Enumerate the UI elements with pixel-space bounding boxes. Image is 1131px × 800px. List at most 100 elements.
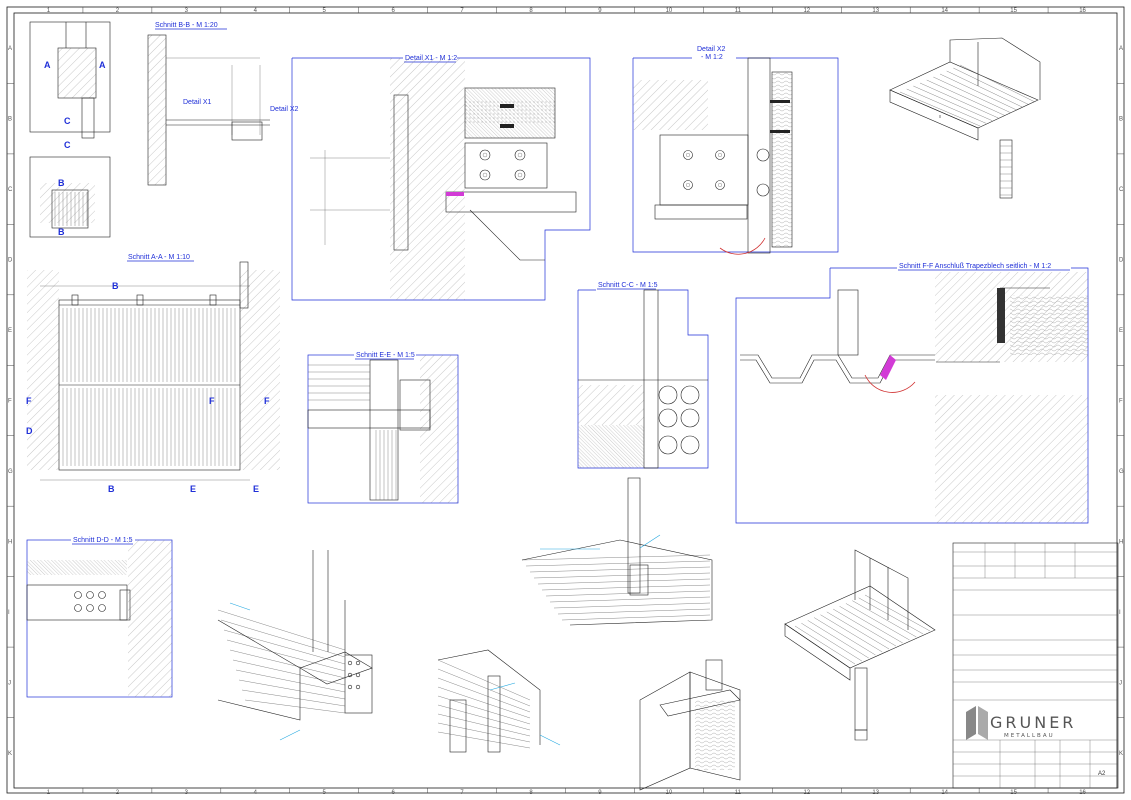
bolt-head — [347, 684, 353, 690]
pipe-section — [658, 408, 678, 428]
view-isometric-top — [889, 37, 1041, 199]
aa-section-b-label: B — [112, 281, 119, 291]
iso-grating-line — [437, 659, 531, 701]
view-title-schnitt-aa: Schnitt A-A - M 1:10 — [128, 254, 190, 261]
column-marker-bottom: 12 — [803, 790, 810, 796]
bolt-head — [479, 149, 491, 161]
view-schnitt-ee: Schnitt E-E - M 1:5 — [307, 347, 459, 504]
bolt-head — [479, 169, 491, 181]
iso-grating-line — [437, 686, 531, 719]
view-title-detail-x2-line2: - M 1:2 — [701, 54, 723, 61]
column-marker-top: 2 — [116, 8, 120, 14]
row-marker-right: F — [1119, 399, 1123, 405]
iso-beam-edge — [220, 619, 346, 658]
bolt-head — [715, 180, 725, 190]
bolt-shank — [686, 183, 690, 187]
iso-grating-slat — [926, 79, 1005, 116]
view-front-small: A A C — [29, 21, 111, 139]
iso-detail-wall — [639, 659, 741, 791]
bolt-head — [514, 149, 526, 161]
column-marker-top: 6 — [391, 8, 395, 14]
iso-detail-connection-3 — [521, 477, 713, 626]
row-marker-left: F — [8, 399, 12, 405]
bolt-head — [683, 180, 693, 190]
view-title-schnitt-dd: Schnitt D-D - M 1:5 — [73, 537, 133, 544]
iso-grating-line — [437, 677, 531, 713]
column-marker-top: 1 — [47, 8, 51, 14]
bolt-head — [98, 591, 106, 599]
iso-grating-slat — [813, 617, 876, 656]
leader-line — [639, 534, 661, 549]
hanger-bracket — [136, 294, 144, 306]
iso-grating-line — [437, 731, 531, 749]
column-marker-top: 13 — [872, 8, 879, 14]
bolt-head — [74, 591, 82, 599]
iso-grating-slat — [852, 600, 917, 638]
aa-section-b-label-bottom: B — [108, 484, 115, 494]
pipe-section — [658, 385, 678, 405]
company-logo: GRUNER — [990, 713, 1076, 732]
iso-grating-slat — [858, 597, 924, 635]
column-marker-bottom: 1 — [47, 790, 51, 796]
iso-grating-slat — [959, 64, 1036, 103]
aa-section-e-label-2: E — [253, 484, 259, 494]
view-title-schnitt-ff: Schnitt F-F Anschluß Trapezblech seitlic… — [899, 263, 1051, 270]
row-marker-right: H — [1119, 539, 1123, 545]
bolt-head — [347, 660, 353, 666]
hanger-bracket — [209, 294, 217, 306]
iso-grating-slat — [913, 85, 993, 121]
column-marker-bottom: 8 — [529, 790, 533, 796]
row-marker-left: J — [8, 680, 11, 686]
iso-beam-edge — [223, 629, 346, 665]
column-marker-top: 15 — [1010, 8, 1017, 14]
column-marker-bottom: 9 — [598, 790, 602, 796]
view-title-schnitt-ee: Schnitt E-E - M 1:5 — [356, 352, 415, 359]
row-marker-left: A — [8, 46, 12, 52]
view-schnitt-ff: Schnitt F-F Anschluß Trapezblech seitlic… — [735, 259, 1089, 524]
title-block: GRUNER METALLBAU A2 — [952, 542, 1119, 789]
row-marker-left: D — [8, 258, 13, 264]
iso-beam-edge — [217, 609, 346, 651]
section-b-label-bottom: B — [58, 227, 65, 237]
column-marker-top: 5 — [323, 8, 327, 14]
row-marker-right: C — [1119, 187, 1124, 193]
wall-anchor — [770, 100, 790, 103]
section-c-label: C — [64, 116, 71, 126]
iso-grating-slat — [933, 76, 1011, 113]
bolt-head — [355, 660, 361, 666]
anchor-bolt — [500, 124, 514, 128]
bolt-shank — [718, 183, 722, 187]
iso-grating-line — [437, 668, 531, 707]
column-marker-bottom: 13 — [872, 790, 879, 796]
iso-detail-connection-2 — [437, 649, 541, 753]
iso-beam-outline — [217, 619, 301, 721]
iso-deck-line — [529, 566, 711, 573]
iso-grating-slat — [939, 73, 1017, 111]
iso-grating-slat — [801, 623, 862, 662]
row-marker-left: E — [8, 328, 12, 334]
iso-beam-edge — [229, 649, 346, 679]
bolt-head — [86, 604, 94, 612]
bolt-head — [355, 672, 361, 678]
iso-frame-outline — [437, 649, 541, 745]
iso-deck-line — [525, 560, 711, 567]
view-detail-x1: Detail X1 - M 1:2 — [291, 50, 591, 301]
aa-section-d-label: D — [26, 426, 33, 436]
row-marker-right: J — [1119, 680, 1122, 686]
iso-grating-slat — [794, 625, 856, 665]
view-title-detail-x2-line1: Detail X2 — [697, 46, 726, 53]
wall-anchor — [770, 130, 790, 133]
iso-detail-connection-1 — [217, 550, 373, 721]
row-marker-left: B — [8, 117, 12, 123]
leader-line — [539, 734, 561, 746]
bolt-shank — [517, 172, 523, 178]
column-marker-top: 11 — [735, 8, 742, 14]
iso-grating-line — [437, 704, 531, 731]
row-marker-right: A — [1119, 46, 1123, 52]
section-b-label: B — [58, 178, 65, 188]
aa-section-f-label-3: F — [264, 396, 270, 406]
row-marker-right: B — [1119, 117, 1123, 123]
view-schnitt-bb: Schnitt B-B - M 1:20 Detail X1 Detail X2 — [147, 22, 299, 186]
bolt-head — [355, 684, 361, 690]
iso-grating-slat — [899, 91, 981, 127]
